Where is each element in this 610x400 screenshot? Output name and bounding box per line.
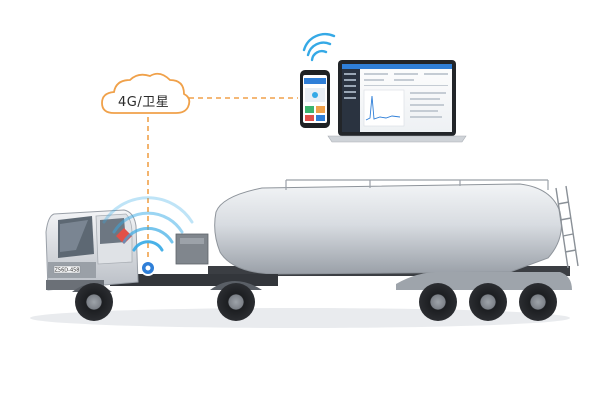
tanker-trailer: [208, 179, 579, 290]
wheel: [519, 283, 557, 321]
wheel: [217, 283, 255, 321]
wheel: [469, 283, 507, 321]
wifi-signal-icon: [302, 32, 336, 62]
wifi-signal-icon: [102, 196, 194, 252]
cloud-icon: [101, 72, 191, 114]
rear-ladder: [555, 185, 579, 269]
wheel: [419, 283, 457, 321]
hazard-sign: [116, 228, 132, 244]
wheels: [75, 283, 557, 321]
cab-plate: Z56D-458: [55, 268, 80, 274]
cloud-label: 4G/卫星: [118, 95, 170, 110]
laptop-icon: [327, 60, 467, 143]
wheel: [75, 283, 113, 321]
network-links: [147, 97, 298, 262]
gps-tracker-icon: [140, 260, 156, 276]
tank-body: [214, 183, 562, 275]
phone-icon: [300, 70, 330, 128]
